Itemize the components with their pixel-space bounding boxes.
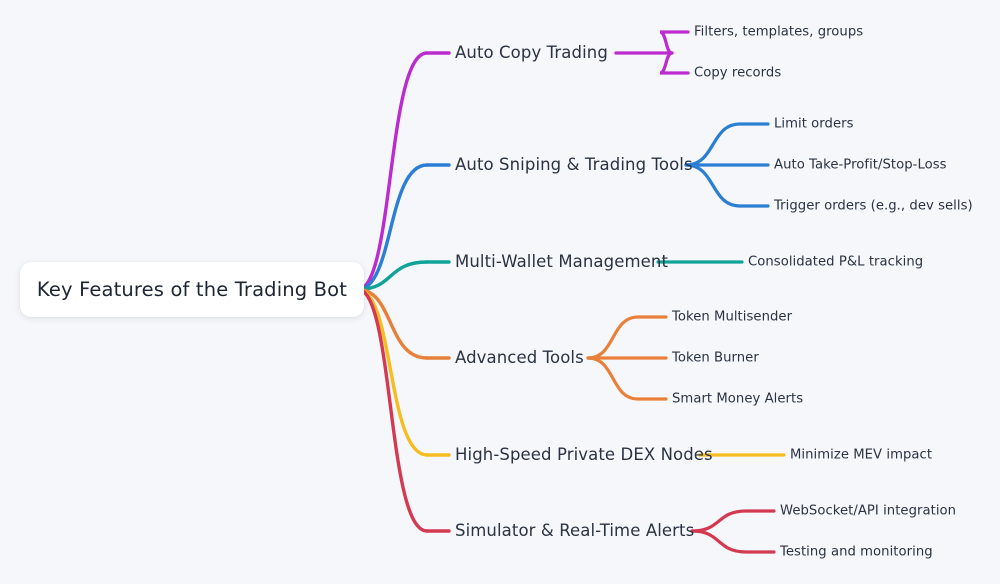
branch-edge-3	[356, 287, 429, 360]
branch-label-3[interactable]: Advanced Tools	[455, 347, 584, 367]
leaf-label-5-0[interactable]: WebSocket/API integration	[780, 503, 957, 519]
leaf-label-3-1[interactable]: Token Burner	[672, 350, 759, 366]
leaf-label-4-0[interactable]: Minimize MEV impact	[790, 447, 933, 463]
leaf-label-0-0[interactable]: Filters, templates, groups	[694, 24, 864, 40]
branch-edge-4	[356, 287, 429, 457]
leaf-label-1-2[interactable]: Trigger orders (e.g., dev sells)	[774, 198, 973, 214]
branch-edge-1	[356, 163, 429, 292]
leaf-label-3-2[interactable]: Smart Money Alerts	[672, 391, 804, 407]
branch-edge-5	[356, 287, 429, 533]
branch-label-5[interactable]: Simulator & Real-Time Alerts	[455, 520, 695, 540]
leaf-label-5-1[interactable]: Testing and monitoring	[780, 544, 933, 560]
leaf-label-1-0[interactable]: Limit orders	[774, 116, 854, 132]
leaf-label-0-1[interactable]: Copy records	[694, 65, 782, 81]
branch-label-4[interactable]: High-Speed Private DEX Nodes	[455, 444, 713, 464]
root-node-label: Key Features of the Trading Bot	[36, 278, 348, 301]
root-node[interactable]: Key Features of the Trading Bot	[20, 262, 364, 317]
branch-label-1[interactable]: Auto Sniping & Trading Tools	[455, 154, 693, 174]
leaf-label-1-1[interactable]: Auto Take-Profit/Stop-Loss	[774, 157, 947, 173]
branch-edge-2	[356, 260, 429, 292]
leaf-label-3-0[interactable]: Token Multisender	[672, 309, 793, 325]
leaf-label-2-0[interactable]: Consolidated P&L tracking	[748, 254, 924, 270]
branch-label-0[interactable]: Auto Copy Trading	[455, 42, 608, 62]
branch-label-2[interactable]: Multi-Wallet Management	[455, 251, 669, 271]
branch-edge-0	[356, 51, 429, 292]
